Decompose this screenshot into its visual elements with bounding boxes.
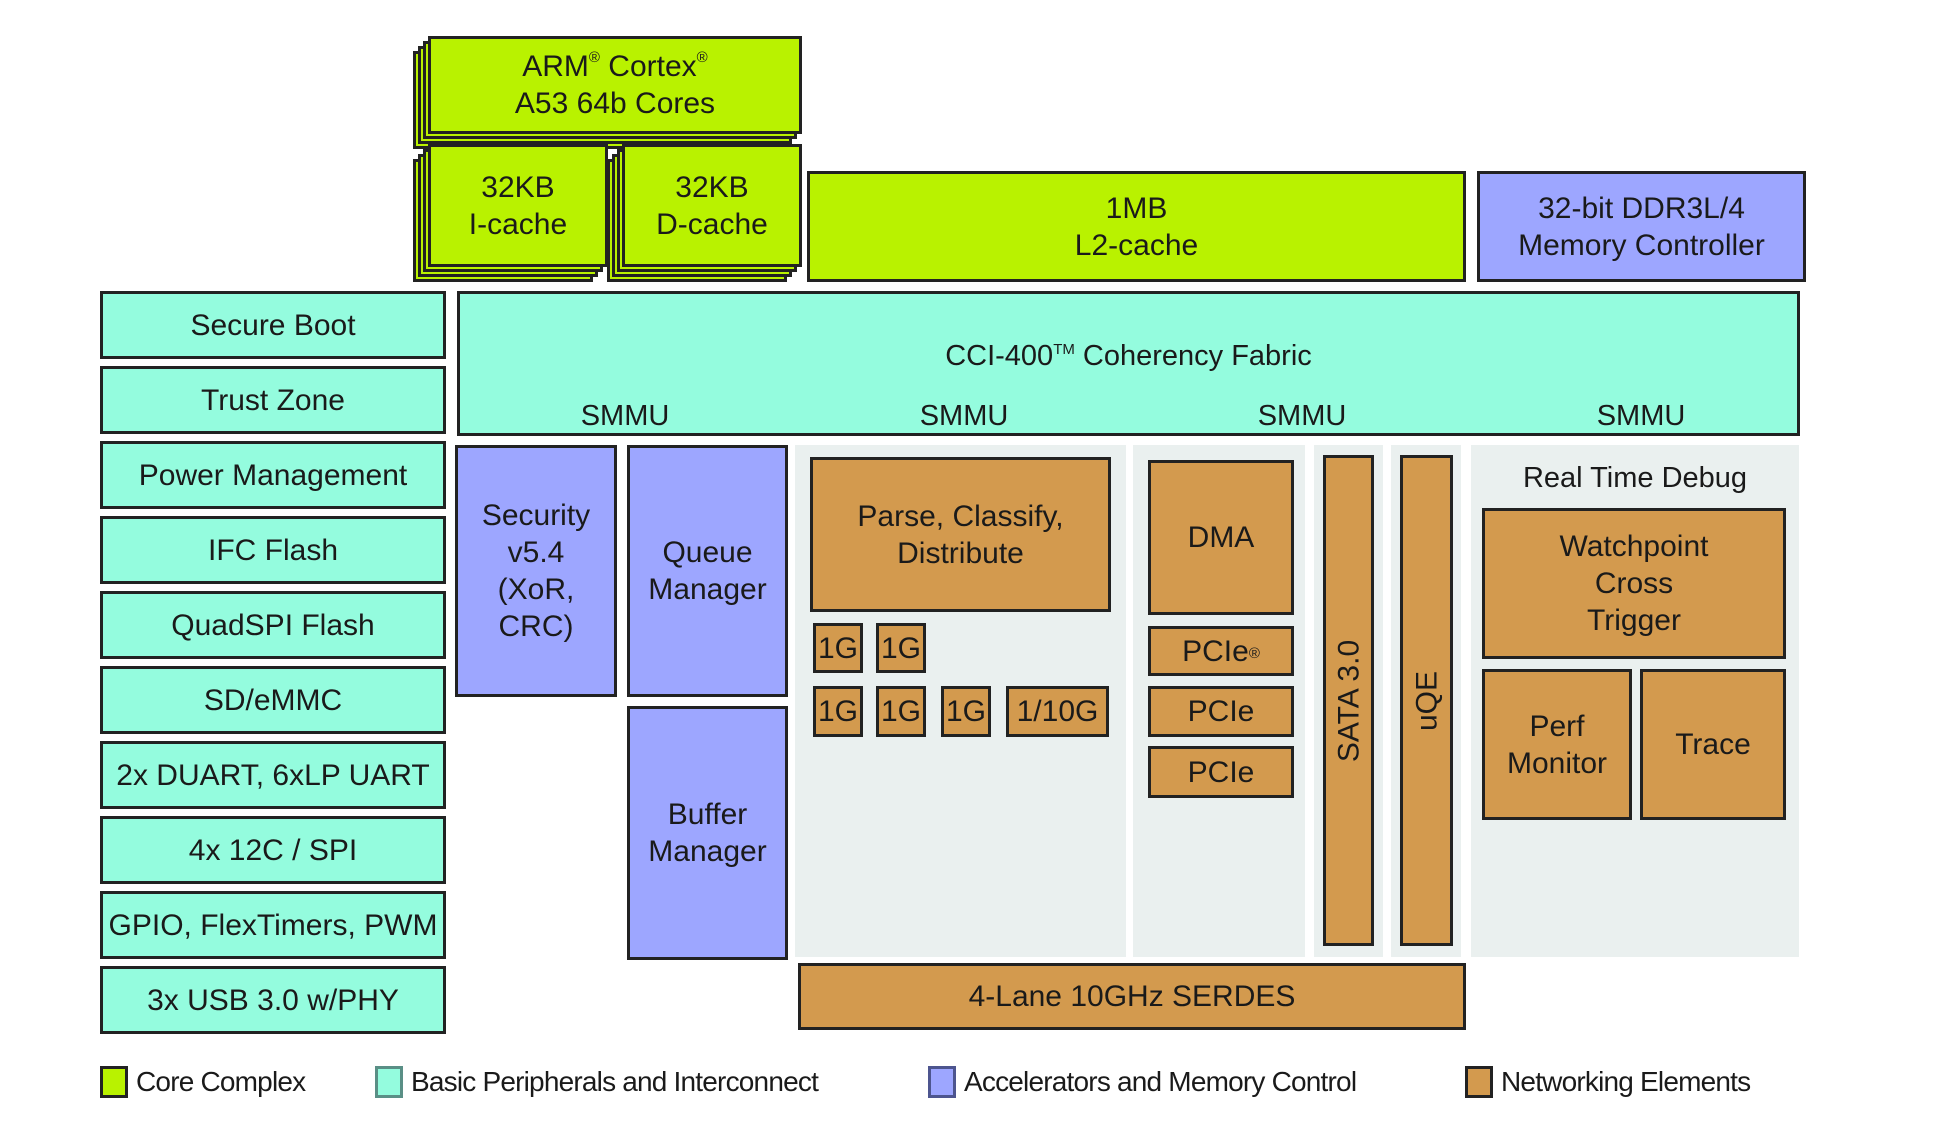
legend-basic-peripherals: Basic Peripherals and Interconnect bbox=[375, 1066, 819, 1098]
arm-line2: A53 64b Cores bbox=[514, 87, 716, 120]
arm-line1: ARM® Cortex® bbox=[522, 49, 708, 83]
ethernet-port-1g: 1G bbox=[876, 623, 926, 673]
queue-manager: Queue Manager bbox=[627, 445, 788, 697]
legend-networking: Networking Elements bbox=[1465, 1066, 1751, 1098]
watchpoint-cross-trigger: Watchpoint Cross Trigger bbox=[1482, 508, 1786, 659]
dma-block: DMA bbox=[1148, 460, 1294, 615]
peripheral-sd-emmc: SD/eMMC bbox=[100, 666, 446, 734]
smmu-label: SMMU bbox=[919, 400, 1009, 432]
ethernet-port-1g: 1G bbox=[813, 623, 863, 673]
ddr-memory-controller: 32-bit DDR3L/4 Memory Controller bbox=[1477, 171, 1806, 282]
smmu-label: SMMU bbox=[1596, 400, 1686, 432]
legend-label: Basic Peripherals and Interconnect bbox=[411, 1066, 819, 1097]
parse-classify-distribute: Parse, Classify, Distribute bbox=[810, 457, 1111, 612]
peripheral-quadspi-flash: QuadSPI Flash bbox=[100, 591, 446, 659]
smmu-label: SMMU bbox=[1257, 400, 1347, 432]
legend-swatch-core bbox=[100, 1066, 128, 1098]
sata-label: SATA 3.0 bbox=[1332, 639, 1365, 762]
pcie-block: PCIe® bbox=[1148, 626, 1294, 676]
peripheral-trust-zone: Trust Zone bbox=[100, 366, 446, 434]
perf-monitor: Perf Monitor bbox=[1482, 669, 1632, 820]
legend-swatch-accelerators bbox=[928, 1066, 956, 1098]
pcie-block: PCIe bbox=[1148, 686, 1294, 737]
legend-accelerators: Accelerators and Memory Control bbox=[928, 1066, 1357, 1098]
ethernet-port-1g: 1G bbox=[876, 686, 926, 737]
real-time-debug-title: Real Time Debug bbox=[1522, 462, 1748, 494]
cci-fabric-title: CCI-400TM Coherency Fabric bbox=[945, 340, 1312, 372]
legend-label: Networking Elements bbox=[1501, 1066, 1751, 1097]
peripheral-gpio-timers-pwm: GPIO, FlexTimers, PWM bbox=[100, 891, 446, 959]
legend-label: Accelerators and Memory Control bbox=[964, 1066, 1357, 1097]
legend-swatch-peripherals bbox=[375, 1066, 403, 1098]
peripheral-usb: 3x USB 3.0 w/PHY bbox=[100, 966, 446, 1034]
legend-core-complex: Core Complex bbox=[100, 1066, 306, 1098]
sata-block: SATA 3.0 bbox=[1323, 455, 1374, 946]
ethernet-port-1g: 1G bbox=[941, 686, 991, 737]
icache-block: 32KB I-cache bbox=[428, 144, 608, 267]
smmu-label: SMMU bbox=[580, 400, 670, 432]
ethernet-port-1-10g: 1/10G bbox=[1006, 686, 1109, 737]
security-engine: Security v5.4 (XoR, CRC) bbox=[455, 445, 617, 697]
cci-400-coherency-fabric bbox=[457, 291, 1800, 436]
arm-cortex-a53-cores: ARM® Cortex® A53 64b Cores bbox=[428, 36, 802, 134]
peripheral-power-management: Power Management bbox=[100, 441, 446, 509]
buffer-manager: Buffer Manager bbox=[627, 706, 788, 960]
legend-swatch-networking bbox=[1465, 1066, 1493, 1098]
l2-cache-block: 1MB L2-cache bbox=[807, 171, 1466, 282]
peripheral-uart: 2x DUART, 6xLP UART bbox=[100, 741, 446, 809]
dcache-block: 32KB D-cache bbox=[622, 144, 802, 267]
legend-label: Core Complex bbox=[136, 1066, 306, 1097]
uqe-block: uQE bbox=[1400, 455, 1453, 946]
uqe-label: uQE bbox=[1410, 670, 1443, 731]
peripheral-ifc-flash: IFC Flash bbox=[100, 516, 446, 584]
peripheral-i2c-spi: 4x 12C / SPI bbox=[100, 816, 446, 884]
trace-block: Trace bbox=[1640, 669, 1786, 820]
pcie-block: PCIe bbox=[1148, 746, 1294, 798]
serdes-block: 4-Lane 10GHz SERDES bbox=[798, 963, 1466, 1030]
peripheral-secure-boot: Secure Boot bbox=[100, 291, 446, 359]
ethernet-port-1g: 1G bbox=[813, 686, 863, 737]
